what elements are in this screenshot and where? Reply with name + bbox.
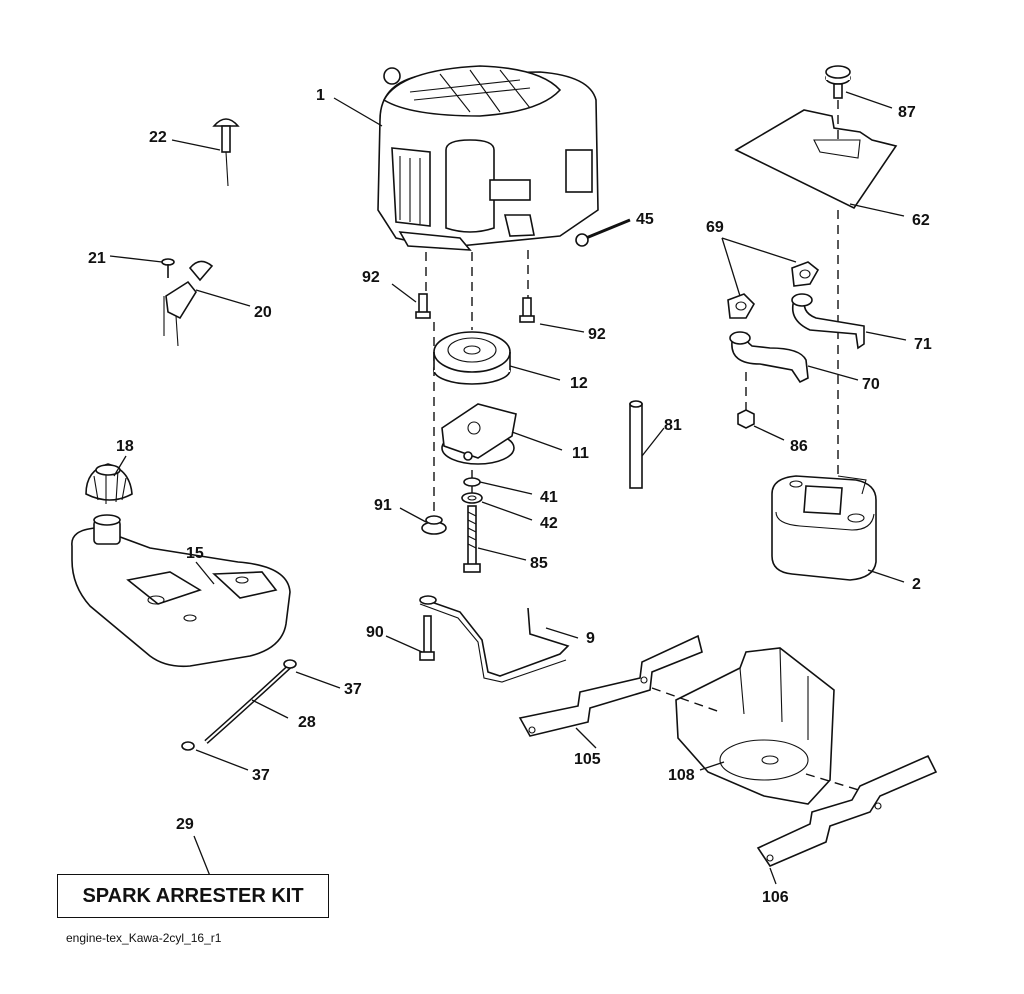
screw-21-part [161, 258, 175, 278]
fuel-tank-15-part [71, 514, 291, 668]
callout-18: 18 [116, 438, 134, 455]
fuel-line-28-part [204, 664, 292, 744]
bracket-20-part [163, 260, 214, 347]
callout-22: 22 [149, 129, 167, 146]
file-name-caption: engine-tex_Kawa-2cyl_16_r1 [66, 931, 222, 945]
callout-28: 28 [298, 714, 316, 731]
rod-9-part [419, 595, 570, 683]
bracket-105-part [518, 634, 703, 737]
gasket-69-lower [727, 293, 755, 319]
clutch-11-part [441, 403, 517, 465]
callout-12: 12 [570, 375, 588, 392]
callout-70: 70 [862, 376, 880, 393]
nut-86-part [737, 409, 755, 429]
callout-29: 29 [176, 816, 194, 833]
callout-11: 11 [572, 445, 589, 462]
pipe-70-part [729, 331, 809, 384]
callout-81: 81 [664, 417, 682, 434]
spark-arrester-kit-label: SPARK ARRESTER KIT [57, 874, 329, 918]
callout-20: 20 [254, 304, 272, 321]
callout-42: 42 [540, 515, 558, 532]
callout-15: 15 [186, 545, 204, 562]
callout-37-upper: 37 [344, 681, 362, 698]
bracket-106-part [756, 754, 938, 867]
callout-37-lower: 37 [252, 767, 270, 784]
callout-21: 21 [88, 250, 106, 267]
pipe-71-part [791, 293, 865, 350]
callout-86: 86 [790, 438, 808, 455]
clamp-37-lower [181, 741, 195, 751]
callout-91: 91 [374, 497, 392, 514]
callout-92-left: 92 [362, 269, 380, 286]
pulley-12-part [433, 331, 511, 385]
bolt-85-part [463, 505, 481, 573]
callout-41: 41 [540, 489, 558, 506]
washer-42-part [461, 492, 483, 504]
callout-105: 105 [574, 751, 601, 768]
callout-106: 106 [762, 889, 789, 906]
screw-92-left [415, 293, 431, 319]
screw-92-right [519, 297, 535, 323]
callout-45: 45 [636, 211, 654, 228]
callout-92-right: 92 [588, 326, 606, 343]
muffler-2-part [771, 475, 877, 581]
callout-85: 85 [530, 555, 548, 572]
callout-2: 2 [912, 576, 921, 593]
callout-1: 1 [316, 87, 325, 104]
callout-71: 71 [914, 336, 932, 353]
spacer-91-part [421, 515, 447, 535]
clamp-37-upper [283, 659, 297, 669]
shield-62-part [734, 109, 898, 210]
callout-108: 108 [668, 767, 695, 784]
engine-part [377, 65, 599, 251]
callout-87: 87 [898, 104, 916, 121]
washer-41-part [463, 477, 481, 487]
gasket-69-upper [791, 261, 820, 287]
bolt-90-part [419, 615, 435, 661]
callout-90: 90 [366, 624, 384, 641]
callout-62: 62 [912, 212, 930, 229]
fuel-cap-18-part [85, 463, 133, 504]
knob-87-part [825, 65, 851, 99]
bolt-45-part [575, 218, 631, 247]
tube-81-part [629, 400, 643, 489]
knob-22-part [212, 118, 240, 187]
callout-69: 69 [706, 219, 724, 236]
leader-1 [333, 97, 383, 127]
callout-9: 9 [586, 630, 595, 647]
